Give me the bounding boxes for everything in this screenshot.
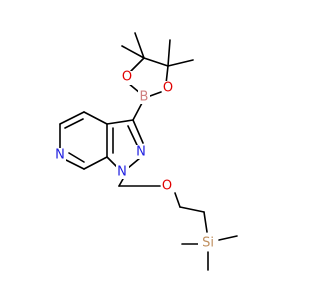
pyrazole-ring — [106, 119, 144, 169]
pyridine-ring — [59, 111, 114, 170]
bond-o-ch2 — [174, 192, 181, 208]
atom-labels: B O O N N N O Si — [53, 70, 218, 251]
bond-methyl-1 — [134, 32, 145, 59]
bond-b-c3 — [132, 102, 143, 121]
bond-c3-n2 — [132, 119, 144, 144]
bond-o2-b — [149, 91, 162, 97]
chemical-structure-diagram: B O O N N N O Si — [53, 32, 238, 271]
bond-c3-n2-double — [127, 125, 138, 146]
atom-nitrogen-1: N — [117, 165, 127, 180]
bond-c3-c3a — [106, 119, 134, 125]
atom-oxygen-1: O — [122, 70, 132, 85]
bond-c3a-c4 — [83, 111, 108, 125]
bond-n1-ch2 — [118, 178, 124, 187]
bond-n2-n1 — [127, 157, 141, 169]
bond-methyl-2 — [121, 45, 145, 59]
sem-chain — [118, 178, 238, 271]
atom-oxygen-ether: O — [162, 179, 172, 194]
bond-methyl-3 — [167, 39, 171, 67]
atom-boron: B — [140, 90, 149, 105]
atom-silicon: Si — [202, 236, 214, 251]
bond-c-c-ring — [143, 57, 169, 67]
bond-c7-c7a — [83, 156, 108, 170]
dioxaborolane-ring — [121, 32, 194, 97]
bond-ch2-si — [203, 211, 208, 233]
bond-c4-c5 — [59, 111, 85, 125]
atom-nitrogen-2: N — [136, 145, 146, 160]
bond-n6-c7 — [65, 159, 85, 170]
bond-c-o1 — [130, 57, 145, 72]
bond-n6-c7-double — [68, 152, 85, 163]
bond-ch2-ch2 — [179, 206, 205, 213]
bond-c4-c5-double — [64, 118, 84, 129]
bond-methyl-4 — [167, 59, 194, 67]
atom-nitrogen-pyridine: N — [55, 148, 65, 163]
atom-oxygen-2: O — [163, 81, 173, 96]
bond-si-me-right — [218, 235, 238, 241]
